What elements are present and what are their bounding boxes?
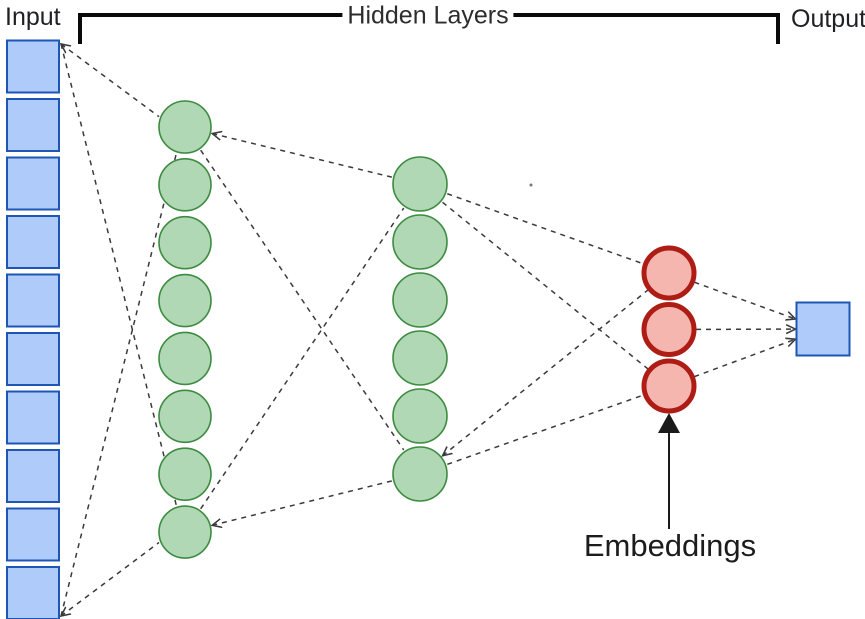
output-label: Output <box>791 5 865 33</box>
hidden1-neuron <box>158 331 212 386</box>
hidden1-neuron <box>158 505 212 559</box>
connection-line <box>694 339 795 378</box>
connection-line <box>200 149 405 451</box>
output-unit <box>795 301 851 357</box>
stray-mark <box>529 183 533 187</box>
input-unit <box>6 449 60 503</box>
hidden1-neuron <box>158 100 212 154</box>
hidden2-neuron <box>392 272 448 328</box>
connection-line <box>61 541 160 616</box>
input-label: Input <box>5 3 61 31</box>
connection-line <box>694 281 795 319</box>
input-unit <box>6 507 60 562</box>
connection-line <box>212 480 393 525</box>
input-unit <box>6 156 60 211</box>
hidden2-neuron <box>392 330 448 386</box>
input-unit <box>6 332 60 386</box>
hidden1-neuron <box>158 215 212 270</box>
input-unit <box>6 98 60 152</box>
input-unit <box>6 39 60 94</box>
connection-line <box>212 134 392 178</box>
connection-line <box>60 153 178 617</box>
hidden1-neuron <box>158 158 212 212</box>
input-unit <box>6 566 60 619</box>
connection-line <box>443 289 649 456</box>
embedding-neuron <box>641 358 697 414</box>
embeddings-arrow-head <box>658 413 680 433</box>
connections-group <box>61 44 796 616</box>
hidden2-neuron <box>392 446 448 502</box>
hidden1-neuron <box>158 389 212 444</box>
embeddings-pointer-arrow <box>658 413 680 529</box>
embedding-neuron <box>641 302 697 357</box>
nodes-group <box>6 39 851 619</box>
hidden2-neuron <box>392 388 448 444</box>
connection-line <box>60 43 178 506</box>
input-unit <box>6 390 60 445</box>
embedding-neuron <box>641 245 697 301</box>
connection-line <box>442 201 649 370</box>
connection-line <box>200 207 405 510</box>
hidden2-neuron <box>392 214 448 270</box>
connection-line <box>61 44 160 118</box>
embeddings-label: Embeddings <box>583 528 757 563</box>
hidden-layers-label: Hidden Layers <box>342 2 514 30</box>
connection-line <box>447 193 644 265</box>
input-unit <box>6 215 60 269</box>
hidden1-neuron <box>158 447 212 501</box>
input-unit <box>6 273 60 328</box>
connection-line <box>447 394 644 466</box>
hidden2-neuron <box>392 156 448 212</box>
hidden1-neuron <box>158 273 212 328</box>
